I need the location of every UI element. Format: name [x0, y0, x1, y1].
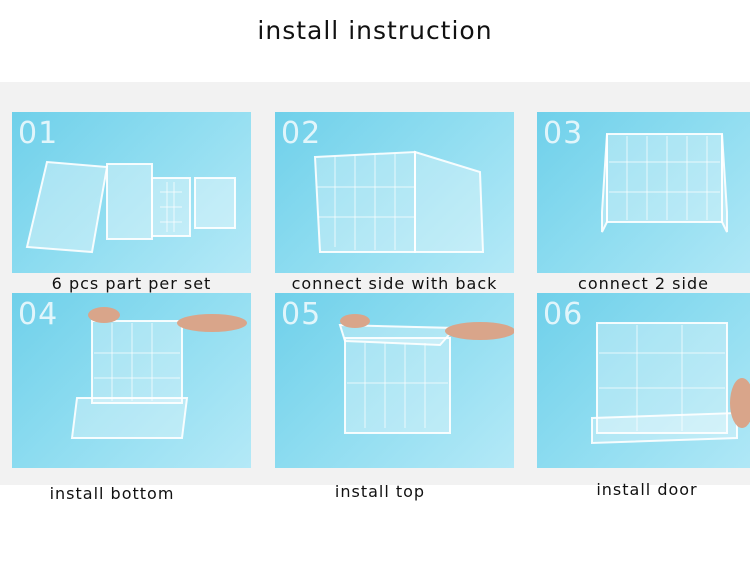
page-title: install instruction [257, 16, 493, 45]
install-top-illustration [338, 314, 514, 434]
install-bottom-illustration [70, 307, 247, 439]
step-number: 04 [18, 297, 59, 332]
step-01-caption: 6 pcs part per set [51, 274, 212, 293]
step-06-caption: install door [596, 480, 698, 499]
step-number: 05 [281, 297, 322, 332]
side-back-illustration [313, 150, 485, 253]
step-06-photo: 06 [537, 293, 750, 468]
step-number: 06 [543, 297, 584, 332]
install-door-illustration [591, 322, 750, 445]
step-03-photo: 03 [537, 112, 750, 273]
step-01-photo: 01 [12, 112, 251, 273]
two-sides-illustration [601, 133, 728, 233]
step-number: 01 [18, 116, 59, 151]
acrylic-panels-illustration [25, 160, 236, 254]
step-number: 03 [543, 116, 584, 151]
step-05-photo: 05 [275, 293, 514, 468]
step-number: 02 [281, 116, 322, 151]
step-02-photo: 02 [275, 112, 514, 273]
step-04-photo: 04 [12, 293, 251, 468]
step-02-caption: connect side with back [291, 274, 498, 293]
step-03-caption: connect 2 side [578, 274, 709, 293]
step-05-caption: install top [334, 482, 426, 501]
step-04-caption: install bottom [49, 484, 175, 503]
